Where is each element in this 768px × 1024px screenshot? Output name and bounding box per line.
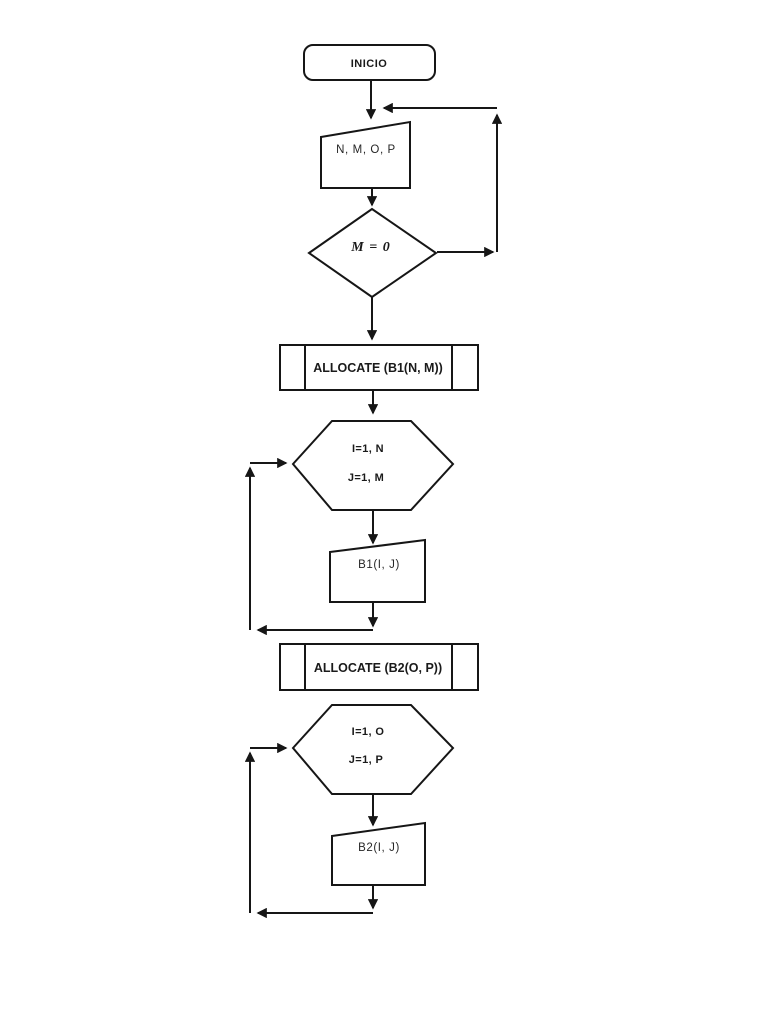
start-terminator-label: INICIO (351, 58, 388, 70)
allocate1-shape (279, 344, 479, 391)
input-shape (320, 120, 411, 189)
loop1-hexagon-shape (291, 420, 455, 511)
allocate1-label: ALLOCATE (B1(N, M)) (313, 361, 443, 375)
allocate2-shape (279, 643, 479, 691)
input-label: N, M, O, P (336, 144, 396, 156)
b2-label: B2(I, J) (358, 842, 400, 854)
b2-shape (331, 821, 426, 886)
start-terminator-shape (303, 44, 436, 81)
b1-label: B1(I, J) (358, 559, 400, 571)
allocate2-label: ALLOCATE (B2(O, P)) (314, 661, 442, 675)
loop1-line2: J=1, M (348, 472, 384, 484)
loop2-hexagon-shape (291, 704, 455, 795)
decision-diamond-shape (307, 207, 438, 299)
b1-shape (329, 538, 426, 603)
loop2-line1: I=1, O (352, 726, 385, 738)
decision-label: M = 0 (350, 240, 390, 255)
loop2-line2: J=1, P (349, 754, 384, 766)
loop1-line1: I=1, N (352, 443, 384, 455)
